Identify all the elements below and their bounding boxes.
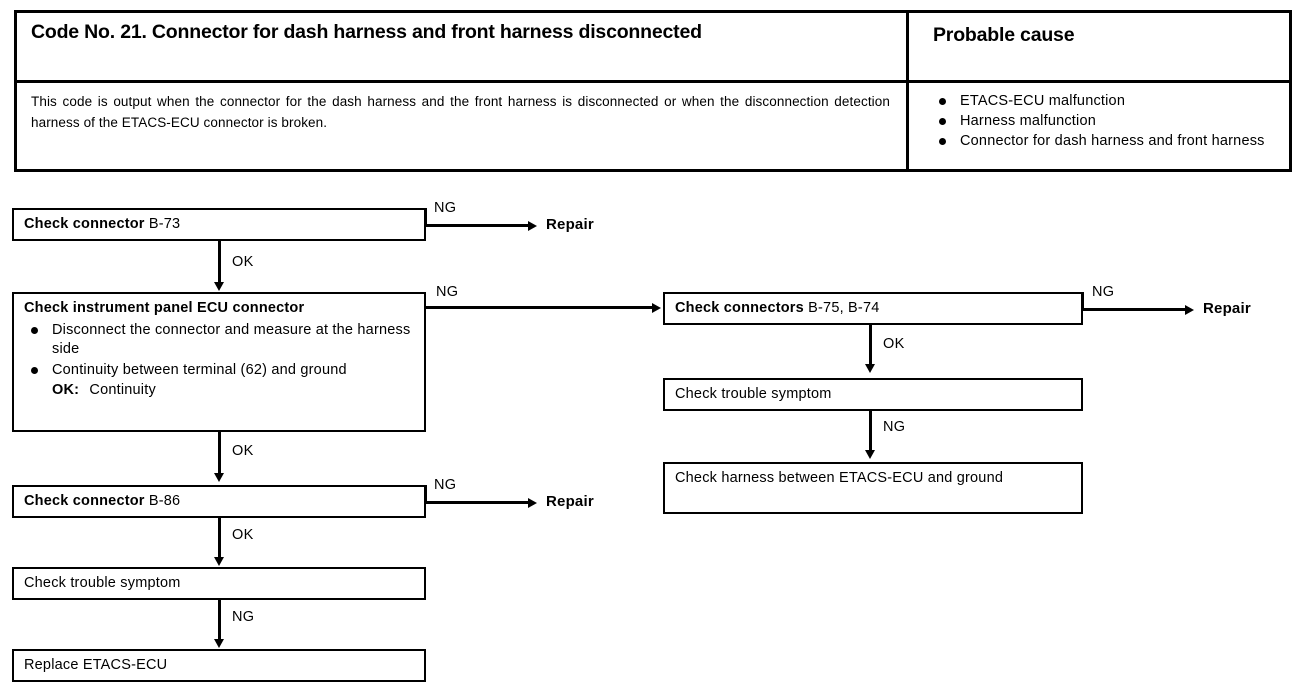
flow-node-replace-etacs-ecu: Replace ETACS-ECU bbox=[12, 649, 426, 682]
bullet-icon bbox=[31, 366, 38, 374]
edge-b86-ng-arrowhead bbox=[528, 497, 537, 508]
ok-criterion-value: Continuity bbox=[89, 382, 156, 399]
bullet-icon bbox=[939, 117, 946, 125]
probable-cause-text: Harness malfunction bbox=[960, 112, 1096, 129]
flow-node-label-bold: Check connectors bbox=[675, 300, 804, 316]
page-title: Code No. 21. Connector for dash harness … bbox=[31, 21, 702, 43]
flow-node-check-trouble-symptom-right: Check trouble symptom bbox=[663, 378, 1083, 411]
terminal-repair-b86: Repair bbox=[546, 493, 594, 510]
bullet-icon bbox=[31, 326, 38, 334]
edge-conn7574-ng-riser bbox=[1081, 292, 1084, 309]
flow-node-check-harness-ground: Check harness between ETACS-ECU and grou… bbox=[663, 462, 1083, 514]
probable-cause-list: ETACS-ECU malfunction Harness malfunctio… bbox=[921, 92, 1289, 152]
table-column-divider bbox=[906, 13, 909, 169]
flow-node-check-trouble-symptom-left: Check trouble symptom bbox=[12, 567, 426, 600]
edge-trouble2-ng-arrowhead bbox=[864, 450, 875, 459]
edge-ecu-ok-line bbox=[218, 432, 221, 474]
flow-node-label-plain: B-75, B-74 bbox=[808, 300, 880, 316]
list-item: Disconnect the connector and measure at … bbox=[24, 321, 424, 360]
flow-node-label: Check connector B-86 bbox=[24, 492, 424, 512]
edge-ecu-ng-arrowhead bbox=[652, 302, 661, 313]
flow-node-bullet-text: Disconnect the connector and measure at … bbox=[52, 321, 411, 358]
edge-label-b86-ok: OK bbox=[232, 527, 254, 543]
flow-node-check-connectors-b75-b74: Check connectors B-75, B-74 bbox=[663, 292, 1083, 325]
edge-label-conn7574-ok: OK bbox=[883, 336, 905, 352]
flow-node-bullet-list: Disconnect the connector and measure at … bbox=[24, 321, 424, 381]
edge-b73-ng-line bbox=[424, 224, 530, 227]
edge-label-b73-ng: NG bbox=[434, 200, 457, 216]
edge-conn7574-ok-line bbox=[869, 325, 872, 365]
bullet-icon bbox=[939, 98, 946, 105]
probable-cause-text: ETACS-ECU malfunction bbox=[960, 93, 1126, 109]
flow-node-title: Check instrument panel ECU connector bbox=[24, 300, 305, 316]
edge-conn7574-ok-arrowhead bbox=[864, 364, 875, 373]
list-item: Harness malfunction bbox=[921, 112, 1289, 132]
bullet-icon bbox=[939, 137, 946, 145]
list-item: Connector for dash harness and front har… bbox=[921, 132, 1289, 152]
edge-b86-ng-riser bbox=[424, 485, 427, 502]
edge-trouble1-ng-arrowhead bbox=[213, 639, 224, 648]
edge-conn7574-ng-arrowhead bbox=[1185, 304, 1194, 315]
edge-label-ecu-ok: OK bbox=[232, 443, 254, 459]
edge-ecu-ok-arrowhead bbox=[213, 473, 224, 482]
flow-node-check-connector-b73: Check connector B-73 bbox=[12, 208, 426, 241]
list-item: Continuity between terminal (62) and gro… bbox=[24, 361, 424, 381]
edge-b86-ng-line bbox=[424, 501, 530, 504]
table-row-divider bbox=[17, 80, 1289, 83]
probable-cause-text: Connector for dash harness and front har… bbox=[960, 132, 1265, 149]
terminal-repair-conn7574: Repair bbox=[1203, 300, 1251, 317]
flow-node-check-connector-b86: Check connector B-86 bbox=[12, 485, 426, 518]
flow-node-label-bold: Check connector bbox=[24, 493, 145, 509]
edge-label-conn7574-ng: NG bbox=[1092, 284, 1115, 300]
edge-b73-ok-line bbox=[218, 241, 221, 283]
flow-node-label: Check connector B-73 bbox=[24, 215, 424, 235]
edge-label-b73-ok: OK bbox=[232, 254, 254, 270]
edge-trouble2-ng-line bbox=[869, 411, 872, 451]
edge-ecu-ng-line bbox=[426, 306, 654, 309]
fault-code-description: This code is output when the connector f… bbox=[31, 94, 890, 130]
fault-code-title-cell: Code No. 21. Connector for dash harness … bbox=[17, 13, 906, 80]
flow-node-label-plain: B-73 bbox=[148, 216, 181, 232]
edge-b73-ng-riser bbox=[424, 208, 427, 225]
edge-b73-ok-arrowhead bbox=[213, 282, 224, 291]
flow-node-label-bold: Check connector bbox=[24, 216, 145, 232]
edge-label-ecu-ng: NG bbox=[436, 284, 459, 300]
edge-label-trouble1-ng: NG bbox=[232, 609, 255, 625]
ok-criterion-label: OK: bbox=[52, 382, 80, 399]
probable-cause-heading-cell: Probable cause bbox=[909, 13, 1295, 80]
probable-cause-heading: Probable cause bbox=[933, 24, 1075, 46]
fault-code-info-table: Code No. 21. Connector for dash harness … bbox=[14, 10, 1292, 172]
probable-cause-list-cell: ETACS-ECU malfunction Harness malfunctio… bbox=[909, 83, 1295, 172]
flow-node-label: Check harness between ETACS-ECU and grou… bbox=[675, 470, 1004, 486]
edge-b73-ng-arrowhead bbox=[528, 220, 537, 231]
fault-code-description-cell: This code is output when the connector f… bbox=[17, 83, 906, 172]
edge-trouble1-ng-line bbox=[218, 600, 221, 640]
edge-label-trouble2-ng: NG bbox=[883, 419, 906, 435]
edge-b86-ok-arrowhead bbox=[213, 557, 224, 566]
flow-node-label: Check trouble symptom bbox=[24, 575, 181, 591]
edge-b86-ok-line bbox=[218, 518, 221, 558]
flow-node-label: Check trouble symptom bbox=[675, 386, 832, 402]
flow-node-check-instrument-panel-ecu-connector: Check instrument panel ECU connector Dis… bbox=[12, 292, 426, 432]
terminal-repair-b73: Repair bbox=[546, 216, 594, 233]
flow-node-label: Check connectors B-75, B-74 bbox=[675, 299, 1081, 319]
flow-node-ok-criterion: OK: Continuity bbox=[24, 381, 424, 401]
flow-node-label: Replace ETACS-ECU bbox=[24, 657, 168, 673]
flow-node-label-plain: B-86 bbox=[148, 493, 181, 509]
edge-conn7574-ng-line bbox=[1081, 308, 1187, 311]
list-item: ETACS-ECU malfunction bbox=[921, 92, 1289, 112]
edge-label-b86-ng: NG bbox=[434, 477, 457, 493]
flow-node-bullet-text: Continuity between terminal (62) and gro… bbox=[52, 361, 347, 378]
